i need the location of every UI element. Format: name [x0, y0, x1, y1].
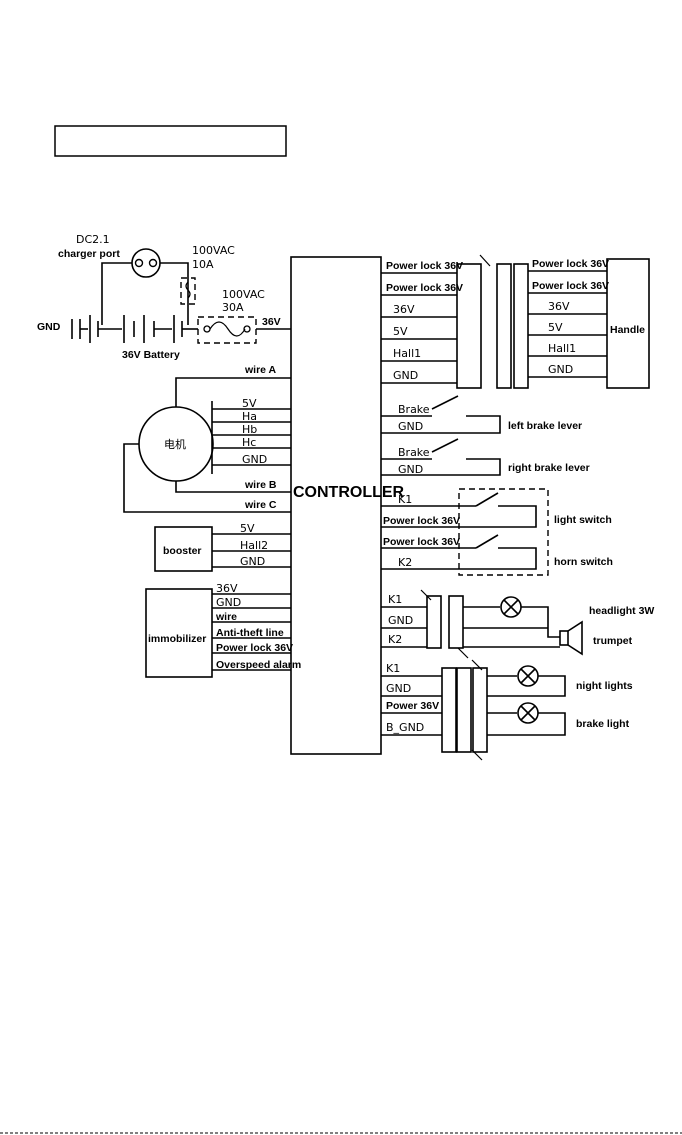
charger-label-1: DC2.1	[76, 233, 110, 246]
handle-side-pin-label: 5V	[548, 321, 563, 334]
lamp2-pin-label: GND	[386, 682, 411, 695]
trumpet-label: trumpet	[593, 635, 633, 647]
lamp1-pin-label: GND	[388, 614, 413, 627]
immobilizer-box	[145, 588, 213, 678]
horn-switch-label: horn switch	[554, 556, 613, 568]
immobilizer-pin-label: 36V	[216, 582, 238, 595]
handle-ctrl-pin-label: GND	[393, 369, 418, 382]
lamp2-pin-label: Power 36V	[386, 700, 439, 712]
immobilizer-pin-label: Power lock 36V	[216, 642, 293, 654]
motor-pin-label: 5V	[242, 397, 257, 410]
lamp-group-1: headlight 3W trumpet	[420, 589, 654, 659]
switch-pin-label: K2	[398, 556, 412, 569]
handle-ctrl-pin-label: Power lock 36V	[386, 282, 463, 294]
handle-ctrl-pin-label: 36V	[393, 303, 415, 316]
immobilizer-pin-label: Overspeed alarm	[216, 659, 301, 671]
motor-wire-c: wire C	[244, 499, 277, 511]
handle-side-pin-label: GND	[548, 363, 573, 376]
lamp2-pin-label: K1	[386, 662, 400, 675]
brake-light-label: brake light	[576, 718, 630, 730]
left-brake-label: left brake lever	[508, 420, 582, 432]
handle-box	[606, 258, 650, 389]
switch-pin-label: Power lock 36V	[383, 515, 460, 527]
left-brake-pin-label: GND	[398, 420, 423, 433]
headlight-label: headlight 3W	[589, 605, 654, 617]
handle-connector: Handle	[456, 254, 650, 389]
right-brake-label: right brake lever	[508, 462, 590, 474]
switch-group: light switch horn switch	[381, 488, 613, 576]
immobilizer-pin-label: GND	[216, 596, 241, 609]
night-lights-label: night lights	[576, 680, 633, 692]
booster-pin-label: 5V	[240, 522, 255, 535]
handle-side-pin-label: Power lock 36V	[532, 258, 609, 270]
lamp2-pin-label: B_GND	[386, 721, 424, 734]
lamp-group-2: night lights brake light	[441, 659, 633, 761]
fuse-small-label-2: 10A	[192, 258, 214, 271]
handle-side-pin-label: 36V	[548, 300, 570, 313]
switch-pin-label: K1	[398, 493, 412, 506]
booster-pin-label: Hall2	[240, 539, 268, 552]
handle-ctrl-pin-label: Power lock 36V	[386, 260, 463, 272]
immobilizer-pin-label: Anti-theft line	[216, 627, 284, 639]
motor-pin-label: Hb	[242, 423, 257, 436]
light-switch-label: light switch	[554, 514, 612, 526]
fuse-small-label-1: 100VAC	[192, 244, 235, 257]
handle-side-pin-label: Hall1	[548, 342, 576, 355]
motor-pin-label: GND	[242, 453, 267, 466]
battery-label: 36V Battery	[122, 349, 180, 361]
fuse-out-36v-label: 36V	[262, 316, 281, 328]
switch-pin-label: Power lock 36V	[383, 536, 460, 548]
handle-ctrl-pin-label: 5V	[393, 325, 408, 338]
handle-label: Handle	[610, 324, 645, 336]
booster-pin-label: GND	[240, 555, 265, 568]
handle-side-pin-label: Power lock 36V	[532, 280, 609, 292]
header-box	[54, 125, 287, 157]
booster-name: booster	[163, 545, 202, 557]
booster-box	[154, 526, 213, 572]
trumpet-icon	[559, 620, 583, 656]
charger-label-2: charger port	[58, 248, 120, 260]
brake-switches: left brake lever right brake lever	[381, 395, 590, 476]
handle-ctrl-pin-label: Hall1	[393, 347, 421, 360]
motor-pin-label: Ha	[242, 410, 257, 423]
motor-wire-a: wire A	[244, 364, 277, 376]
motor-pin-label: Hc	[242, 436, 256, 449]
lamp1-pin-label: K2	[388, 633, 402, 646]
battery-icon	[89, 315, 183, 343]
power-section: DC2.1 charger port 100VAC 10A GND 36V Ba…	[37, 233, 291, 361]
fuse-big-label-2: 30A	[222, 301, 244, 314]
motor-name: 电机	[164, 437, 186, 451]
motor-wire-b: wire B	[244, 479, 277, 491]
fuse-big-icon	[197, 316, 257, 344]
right-brake-pin-label: GND	[398, 463, 423, 476]
fuse-big-label-1: 100VAC	[222, 288, 265, 301]
controller-label: CONTROLLER	[293, 484, 405, 501]
right-brake-pin-label: Brake	[398, 446, 430, 459]
lamp1-pin-label: K1	[388, 593, 402, 606]
controller-box	[290, 256, 382, 755]
gnd-label: GND	[37, 321, 61, 333]
immobilizer-name: immobilizer	[148, 633, 206, 645]
immobilizer-pin-label: wire	[215, 611, 237, 623]
left-brake-pin-label: Brake	[398, 403, 430, 416]
